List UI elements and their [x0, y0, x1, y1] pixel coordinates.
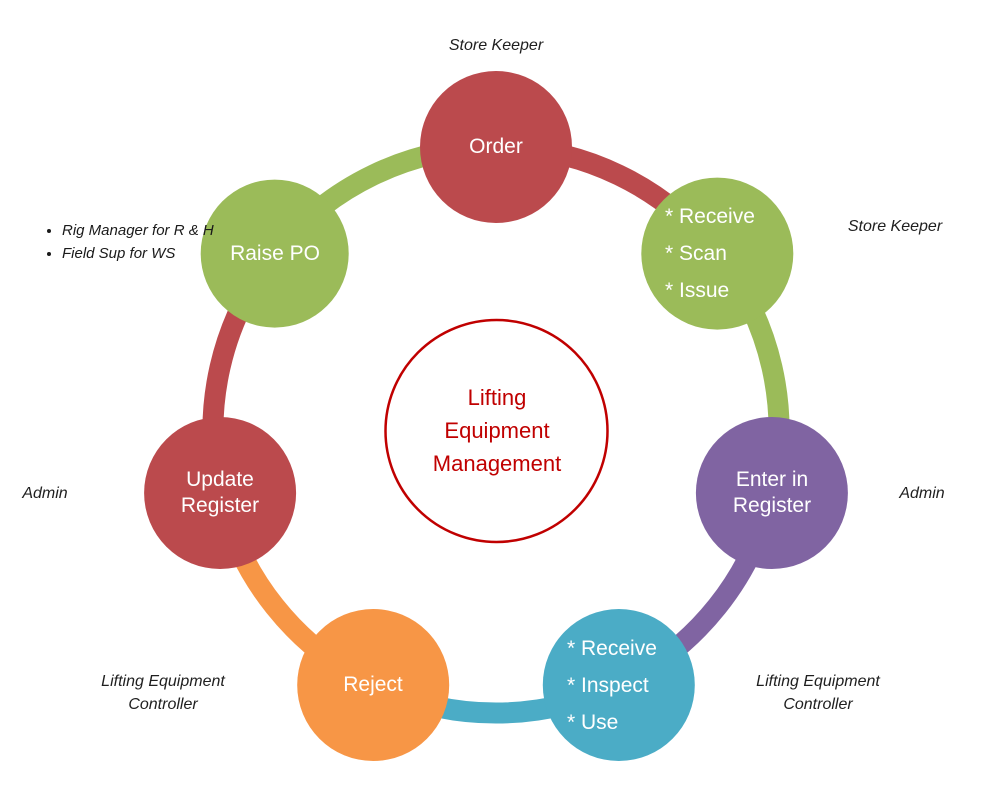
- node-receive-scan-issue-line1: * Receive: [665, 205, 755, 228]
- label-lec-left-line1: Lifting Equipment: [101, 673, 225, 690]
- node-receive-inspect-use-line2: * Inspect: [567, 674, 649, 697]
- node-receive-scan-issue-line3: * Issue: [665, 279, 730, 302]
- node-reject-circle: [297, 609, 450, 761]
- node-receive-scan-issue-line2: * Scan: [665, 242, 727, 265]
- center-title-line2: Equipment: [444, 418, 550, 443]
- raise-po-bullet-item-1: Rig Manager for R & H: [62, 219, 282, 242]
- label-lifting-equipment-controller-right: Lifting Equipment Controller: [718, 670, 918, 716]
- label-lec-right-line1: Lifting Equipment: [756, 673, 880, 690]
- node-reject-label: Reject: [343, 673, 403, 696]
- center-title: Lifting Equipment Management: [377, 381, 617, 480]
- node-enter-register-label: Enter in Register: [692, 466, 852, 520]
- label-lec-right-line2: Controller: [783, 696, 853, 713]
- label-store-keeper-right: Store Keeper: [847, 217, 943, 235]
- center-circle: [384, 318, 609, 544]
- node-receive-scan-issue-circle: [641, 177, 794, 330]
- node-order-label: Order: [469, 135, 523, 158]
- node-update-register-label: Update Register: [140, 466, 300, 520]
- center-title-line3: Management: [432, 451, 562, 476]
- node-raise-po-label: Raise PO: [230, 242, 320, 265]
- raise-po-bullet-list: Rig Manager for R & H Field Sup for WS: [16, 219, 282, 265]
- label-lifting-equipment-controller-left: Lifting Equipment Controller: [63, 670, 263, 716]
- node-enter-register-circle: [695, 417, 848, 569]
- node-raise-po-circle: [200, 179, 349, 328]
- label-admin-right: Admin: [899, 484, 945, 502]
- raise-po-bullet-item-2: Field Sup for WS: [62, 242, 282, 265]
- node-update-register-line2: Register: [180, 494, 260, 517]
- node-receive-scan-issue-label: * Receive * Scan * Issue: [665, 198, 785, 309]
- node-receive-inspect-use-line1: * Receive: [567, 637, 657, 660]
- center-title-line1: Lifting: [467, 385, 527, 410]
- node-receive-inspect-use-line3: * Use: [567, 711, 619, 734]
- node-order-circle: [420, 71, 572, 223]
- label-lec-left-line2: Controller: [128, 696, 198, 713]
- node-update-register-line1: Update: [186, 468, 254, 491]
- node-update-register-circle: [144, 417, 297, 569]
- node-enter-register-line1: Enter in: [735, 468, 809, 491]
- node-enter-register-line2: Register: [732, 494, 812, 517]
- node-receive-inspect-use-label: * Receive * Inspect * Use: [567, 630, 687, 741]
- label-store-keeper-top: Store Keeper: [448, 36, 544, 54]
- node-receive-inspect-use-circle: [542, 609, 695, 761]
- label-admin-left: Admin: [22, 484, 68, 502]
